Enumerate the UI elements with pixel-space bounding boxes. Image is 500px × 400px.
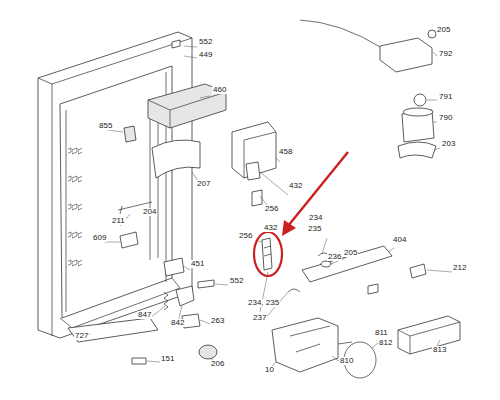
callout-number: 812 [378,339,393,347]
callout-number: 236 [327,253,342,261]
callout-number: 237 [252,314,267,322]
callout-number: 460 [212,86,227,94]
callout-number: 810 [339,357,354,365]
callout-number: 855 [98,122,113,130]
callout-number: 552 [198,38,213,46]
callout-number: 151 [160,355,175,363]
callout-number: 842 [170,319,185,327]
callout-number: 790 [438,114,453,122]
callout-number: 256 [238,232,253,240]
callout-number: 10 [264,366,275,374]
callout-number: 256 [264,205,279,213]
callout-number: 234, 235 [247,299,280,307]
callout-number: 212 [452,264,467,272]
callout-number: 206 [210,360,225,368]
callout-number: 847 [137,311,152,319]
callout-number: 792 [438,50,453,58]
callout-number: 234 [308,214,323,222]
callout-number: 204 [142,208,157,216]
callout-number: 727 [74,332,89,340]
callout-number: 811 [374,329,389,337]
callout-number: 404 [392,236,407,244]
callout-number: 205 [436,26,451,34]
callout-number: 449 [198,51,213,59]
callout-number: 609 [92,234,107,242]
callout-number: 205 [343,249,358,257]
callout-number: 235 [307,225,322,233]
callout-number: 552 [229,277,244,285]
callout-number: 432 [263,224,278,232]
callout-number: 203 [441,140,456,148]
callout-number: 211 [111,217,126,225]
callout-number: 207 [196,180,211,188]
callout-number: 791 [438,93,453,101]
callout-number: 813 [432,346,447,354]
callout-number: 451 [190,260,205,268]
callout-number: 263 [210,317,225,325]
callout-number: 458 [278,148,293,156]
callout-number: 432 [288,182,303,190]
